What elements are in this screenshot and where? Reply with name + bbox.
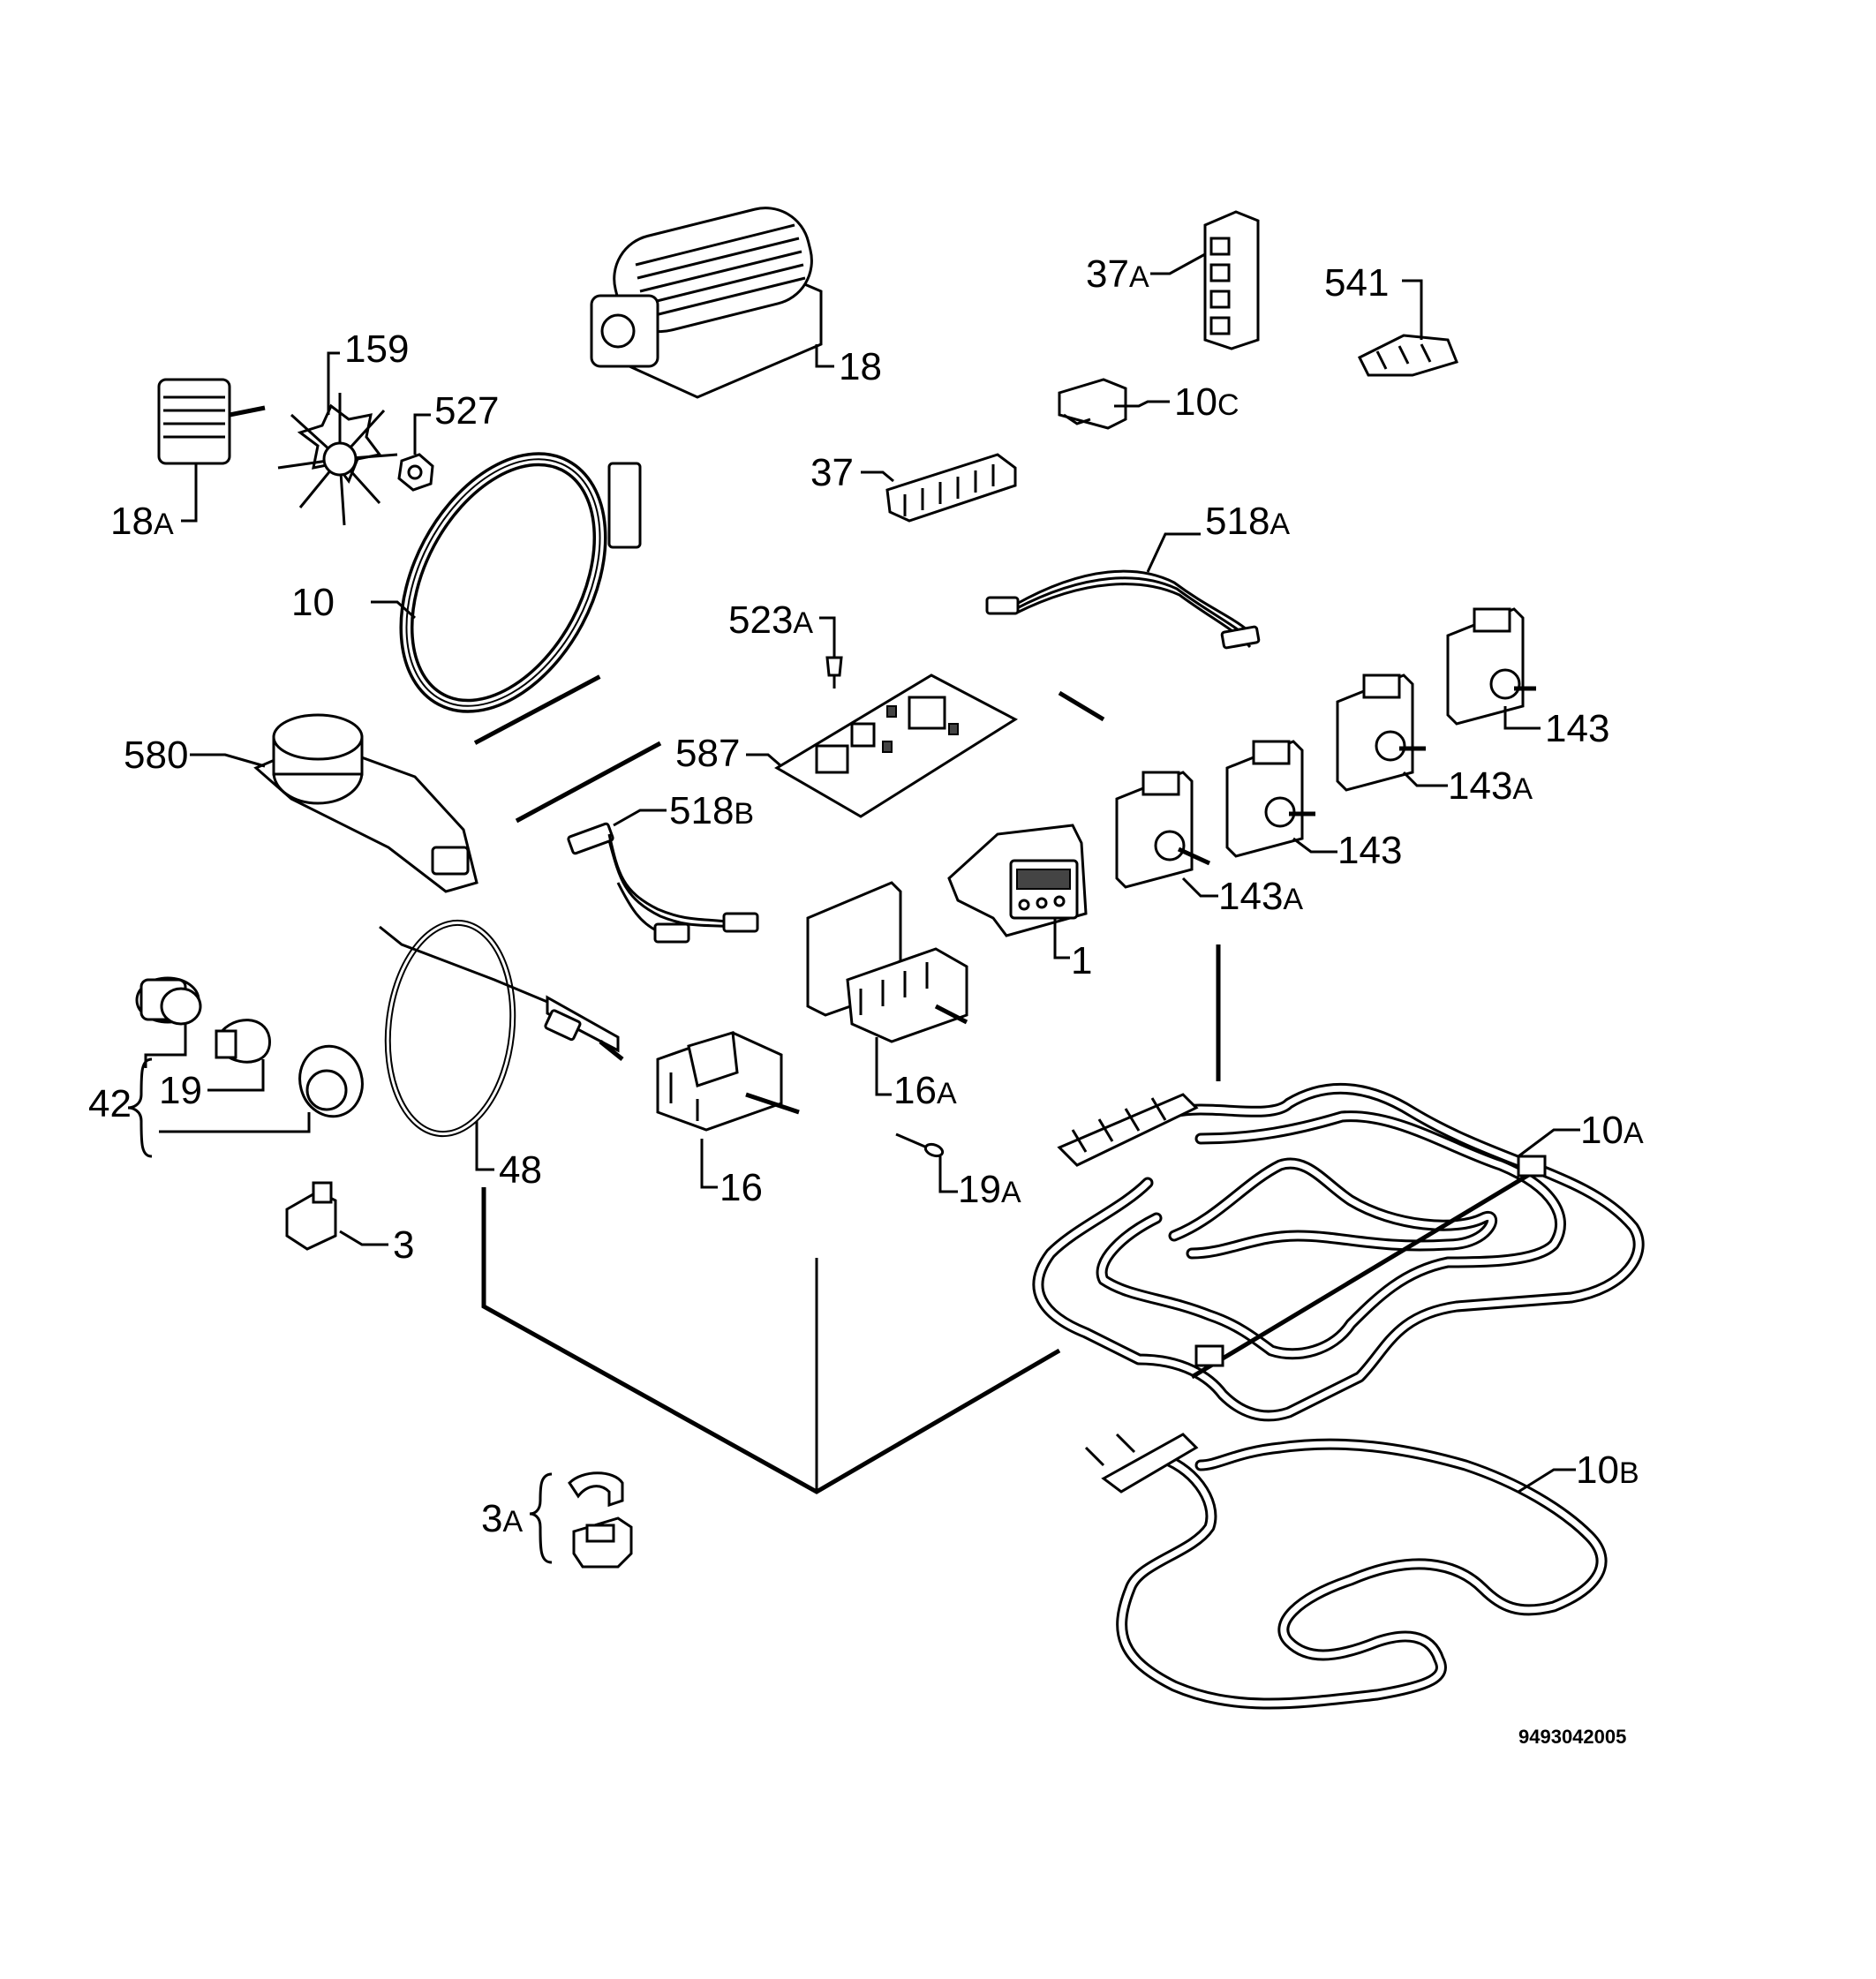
part-518b-wire-harness [567, 809, 759, 944]
label-587: 587 [675, 732, 740, 775]
part-143a-regulator-lower [1115, 771, 1218, 898]
label-541: 541 [1324, 261, 1389, 305]
part-18a-fan-motor [157, 378, 266, 523]
label-19: 19 [159, 1069, 202, 1112]
label-37: 37 [810, 451, 854, 494]
part-19a-small-lamp [895, 1132, 958, 1193]
label-10c: 10C [1174, 380, 1239, 424]
label-19a: 19A [958, 1168, 1021, 1211]
part-143-regulator-right [1446, 607, 1541, 730]
label-42: 42 [88, 1082, 132, 1125]
part-37-terminal-block [861, 453, 1017, 523]
cabinet-outline [473, 674, 1221, 1494]
label-143a-upper: 143A [1448, 764, 1533, 808]
part-10c-bracket [1058, 378, 1170, 430]
part-580-motor-assembly [190, 713, 478, 893]
label-518a: 518A [1205, 500, 1290, 543]
part-10a-top-grill-element [1032, 1082, 1645, 1422]
part-3a-thermostat-set [529, 1471, 633, 1569]
label-37a: 37A [1086, 252, 1149, 296]
label-523a: 523A [728, 598, 813, 642]
label-16: 16 [720, 1166, 763, 1209]
part-42-lamp-assembly [127, 976, 364, 1158]
part-10-circular-element [371, 452, 642, 713]
part-3-thermostat [285, 1181, 388, 1251]
part-48-sensor-capillary [379, 919, 624, 1171]
part-1-digital-timer [947, 824, 1088, 959]
part-518a-wire-harness [985, 532, 1261, 650]
label-48: 48 [499, 1148, 542, 1192]
part-587-electronic-board [746, 673, 1019, 818]
part-143-regulator-middle [1225, 740, 1337, 858]
label-18: 18 [839, 345, 882, 388]
label-1: 1 [1071, 939, 1092, 982]
part-523a-sensor [819, 616, 843, 689]
part-10b-bottom-element [1084, 1433, 1608, 1710]
part-16a-selector-switch [806, 881, 968, 1096]
label-143a-lower: 143A [1218, 875, 1303, 918]
part-159-fan-blade [277, 351, 398, 526]
label-3: 3 [393, 1223, 414, 1267]
label-527: 527 [434, 389, 499, 433]
diagram-reference-number: 9493042005 [1518, 1726, 1626, 1748]
part-18-tangential-fan [590, 207, 834, 399]
part-16-selector-switch [656, 1031, 800, 1189]
part-541-connector [1357, 279, 1459, 377]
part-37a-terminal-strip [1150, 210, 1260, 350]
label-518b: 518B [669, 789, 754, 832]
label-10b: 10B [1576, 1449, 1639, 1492]
label-10a: 10A [1580, 1109, 1644, 1152]
label-143-middle: 143 [1337, 829, 1402, 872]
part-143a-regulator-upper [1336, 673, 1448, 792]
part-527-nut [397, 413, 434, 492]
label-10: 10 [291, 581, 335, 624]
label-580: 580 [124, 734, 188, 777]
label-16a: 16A [893, 1069, 957, 1112]
label-3a: 3A [481, 1497, 523, 1540]
label-159: 159 [344, 327, 409, 371]
label-143-right: 143 [1545, 707, 1609, 750]
label-18a: 18A [110, 500, 174, 543]
